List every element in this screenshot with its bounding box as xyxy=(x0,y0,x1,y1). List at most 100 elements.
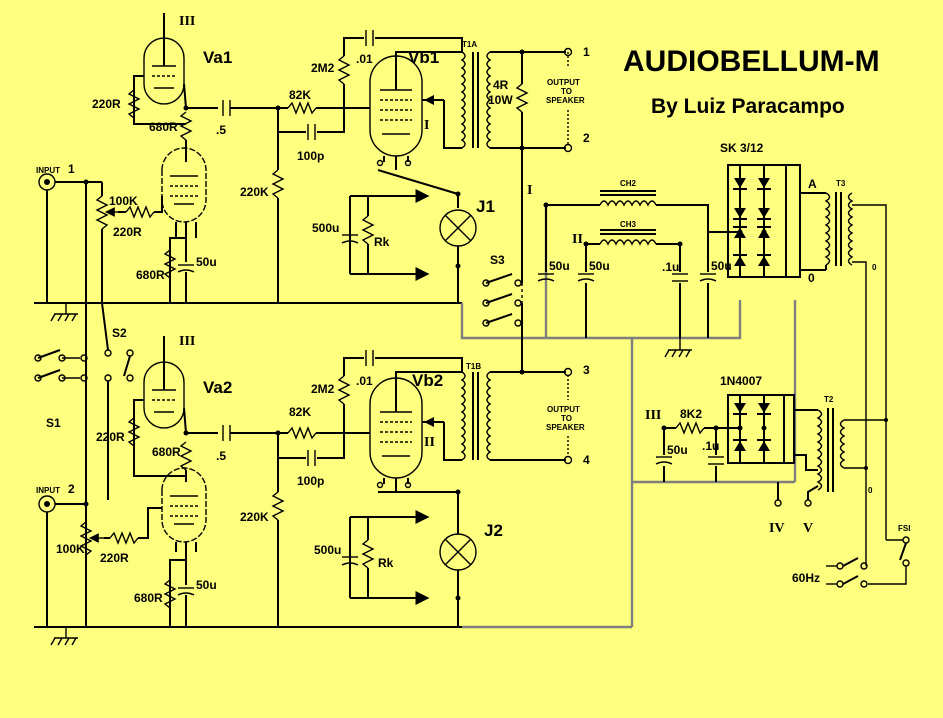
tube-va1 xyxy=(143,28,185,105)
output-terminal-2-label: 2 xyxy=(583,131,590,145)
r-680r-a-label: 680R xyxy=(149,120,178,134)
va2-b-plus: III xyxy=(179,334,195,349)
ground-symbol-top xyxy=(50,303,78,322)
t3-0-label: 0 xyxy=(872,263,877,272)
output-label-2: OUTPUT xyxy=(547,405,580,414)
vb1-tap-label: I xyxy=(424,118,429,133)
gray-supply-bus xyxy=(460,205,797,629)
input-1-label: INPUT xyxy=(36,166,60,175)
r-220k-1-label: 220K xyxy=(240,185,269,199)
coupling-cap-ch1-label: .5 xyxy=(216,123,226,137)
tube-va2 xyxy=(143,336,185,429)
output-to-1: TO xyxy=(561,87,572,96)
lamp-j2 xyxy=(439,533,477,571)
r-680r-k2-label: 680R xyxy=(134,591,163,605)
output-to-2: TO xyxy=(561,414,572,423)
choke-ch2-label: CH2 xyxy=(620,179,637,188)
c-50u-c-label: 50u xyxy=(711,259,732,273)
choke-ch3-label: CH3 xyxy=(620,220,637,229)
switch-s1[interactable] xyxy=(34,349,88,382)
c-50u-k1-label: 50u xyxy=(196,255,217,269)
fuse-switch-fs1[interactable] xyxy=(886,536,910,567)
c-50u-a-label: 50u xyxy=(549,259,570,273)
c-50u-k2-label: 50u xyxy=(196,578,217,592)
coupling-cap-ch2 xyxy=(222,425,278,441)
psu-node-I: I xyxy=(527,183,532,198)
r-8k2-label: 8K2 xyxy=(680,407,702,421)
choke-ch3 xyxy=(599,229,657,246)
r-220r-b-label: 220R xyxy=(96,430,125,444)
lamp-j1 xyxy=(439,209,477,247)
transformer-t3 xyxy=(824,192,854,270)
output-terminal-1[interactable] xyxy=(563,47,573,57)
schematic-subtitle: By Luiz Paracampo xyxy=(651,95,845,118)
grid-resistor-ch1-label: 220R xyxy=(113,225,142,239)
output-speaker-1: SPEAKER xyxy=(546,96,585,105)
pot-100k-ch1 xyxy=(95,182,118,303)
r-4r-label: 4R xyxy=(493,78,509,92)
output-label-1: OUTPUT xyxy=(547,78,580,87)
r-680r-b-label: 680R xyxy=(152,445,181,459)
switch-s3[interactable] xyxy=(482,273,523,327)
input-2-number: 2 xyxy=(68,482,75,496)
c-500u-2-label: 500u xyxy=(314,543,341,557)
c-1u-b-label: .1u xyxy=(702,439,719,453)
switch-s2[interactable] xyxy=(101,302,134,382)
lamp-j1-label: J1 xyxy=(476,197,495,216)
va1-b-plus: III xyxy=(179,14,195,29)
psu-node-III: III xyxy=(645,408,661,423)
node-0-label: 0 xyxy=(808,271,815,285)
rectifier-1n4007-label: 1N4007 xyxy=(720,374,762,388)
c-100p-1-label: 100p xyxy=(297,149,324,163)
node-A-label: A xyxy=(808,177,817,191)
switch-s1-label: S1 xyxy=(46,416,61,430)
c-01-2-label: .01 xyxy=(356,374,373,388)
tube-vb2 xyxy=(369,377,423,492)
c-500u-1-label: 500u xyxy=(312,221,339,235)
ground-symbol-psu xyxy=(664,338,692,358)
output-terminal-4-label: 4 xyxy=(583,453,590,467)
transformer-t3-label: T3 xyxy=(836,179,846,188)
input-2-label: INPUT xyxy=(36,486,60,495)
transformer-t1a-label: T1A xyxy=(462,40,477,49)
r-82k-1-label: 82K xyxy=(289,88,311,102)
pot-100k-ch1-label: 100K xyxy=(109,194,138,208)
r-680r-k1-label: 680R xyxy=(136,268,165,282)
c-1u-a-label: .1u xyxy=(662,260,679,274)
r-82k-2-label: 82K xyxy=(289,405,311,419)
c-100p-2-label: 100p xyxy=(297,474,324,488)
tube-va1-label: Va1 xyxy=(203,48,232,67)
output-speaker-2: SPEAKER xyxy=(546,423,585,432)
transformer-t2 xyxy=(816,408,846,492)
choke-ch2 xyxy=(599,190,657,207)
transformer-t1b xyxy=(443,371,492,461)
bridge-rectifier-1 xyxy=(727,164,801,278)
input-jack-1[interactable] xyxy=(38,173,102,303)
grid-resistor-ch2-label: 220R xyxy=(100,551,129,565)
switch-s2-label: S2 xyxy=(112,326,127,340)
pot-100k-ch2 xyxy=(79,504,104,556)
rk-1-label: Rk xyxy=(374,235,390,249)
ground-symbol-bottom xyxy=(50,627,78,646)
output-terminal-1-label: 1 xyxy=(583,45,590,59)
mains-switch[interactable] xyxy=(826,557,868,588)
tube-vb1-label: Vb1 xyxy=(408,48,439,67)
vb2-tap-label: II xyxy=(424,435,435,450)
coupling-cap-ch2-label: .5 xyxy=(216,449,226,463)
rectifier-sk-label: SK 3/12 xyxy=(720,141,764,155)
psu-node-V: V xyxy=(803,521,813,536)
c-50u-d-label: 50u xyxy=(667,443,688,457)
fuse-switch-label: FSI xyxy=(898,524,910,533)
lamp-j2-label: J2 xyxy=(484,521,503,540)
r-220r-a-label: 220R xyxy=(92,97,121,111)
input-jack-2[interactable] xyxy=(38,495,86,627)
output-terminal-2[interactable] xyxy=(563,143,573,153)
tube-va2-lower xyxy=(161,467,207,560)
transformer-t2-label: T2 xyxy=(824,395,834,404)
c-01-1-label: .01 xyxy=(356,52,373,66)
r-10w-label: 10W xyxy=(488,93,513,107)
r-2m2-2-label: 2M2 xyxy=(311,382,335,396)
r-220k-2-label: 220K xyxy=(240,510,269,524)
schematic-title: AUDIOBELLUM-M xyxy=(623,45,880,78)
